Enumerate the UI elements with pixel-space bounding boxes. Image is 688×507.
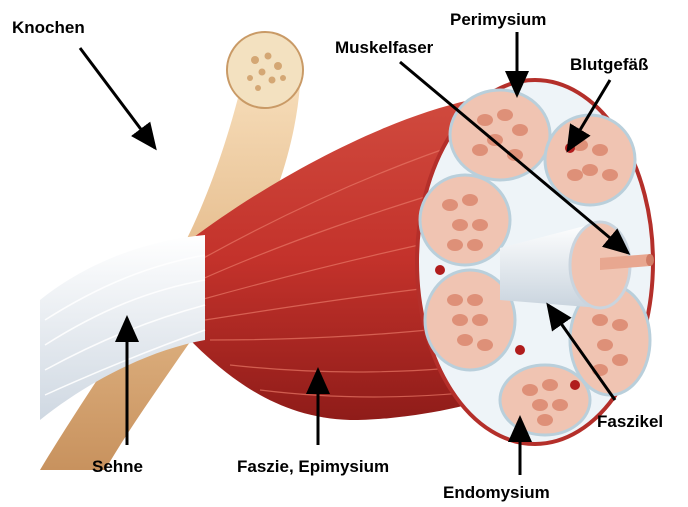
muscle-cross-section (417, 80, 654, 444)
arrow-knochen (80, 48, 155, 148)
label-perimysium: Perimysium (450, 10, 546, 29)
label-endomysium: Endomysium (443, 483, 550, 502)
fascicle (420, 175, 510, 265)
label-blutgefaess: Blutgefäß (570, 55, 648, 74)
label-muskelfaser: Muskelfaser (335, 38, 434, 57)
label-faszikel: Faszikel (597, 412, 663, 431)
fascicle (545, 115, 635, 205)
label-sehne: Sehne (92, 457, 143, 476)
label-faszie: Faszie, Epimysium (237, 457, 389, 476)
label-knochen: Knochen (12, 18, 85, 37)
blood-vessel (570, 380, 580, 390)
blood-vessel (435, 265, 445, 275)
fascicle (450, 90, 550, 180)
blood-vessel (515, 345, 525, 355)
